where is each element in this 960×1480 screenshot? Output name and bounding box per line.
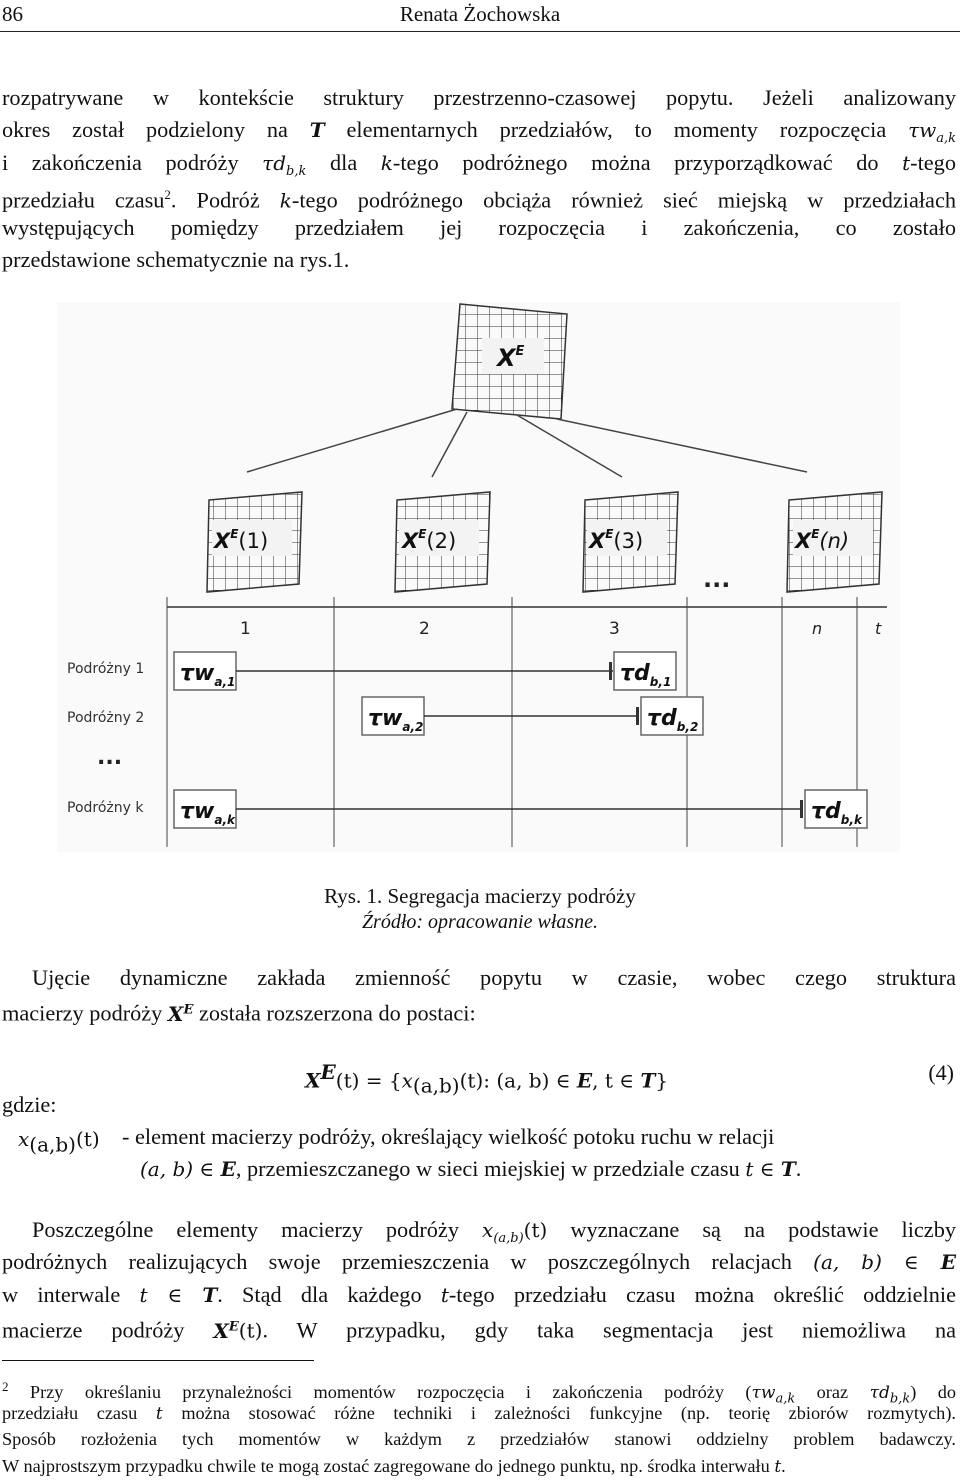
axis-tick-2: 2: [419, 619, 430, 639]
where-definition-line-2: (a, b) ∈ E, przemieszczanego w sieci mie…: [140, 1156, 802, 1181]
footnote-rule: [2, 1360, 314, 1361]
traveler-k-row: Podróżny k τwa,k τdb,k: [67, 789, 868, 829]
fn-line-4: W najprostszym przypadku chwile te mogą …: [2, 1455, 786, 1477]
figure-source: Źródło: opracowanie własne.: [361, 911, 599, 933]
matrix-2-label: XE(2): [400, 527, 456, 553]
p1-line-3: i zakończenia podróży τdb,k dla k-tego p…: [2, 149, 956, 179]
p1-line-2: okres został podzielony na T elementarny…: [2, 117, 957, 147]
traveler-ellipsis: ...: [97, 745, 122, 770]
axis-tick-1: 1: [240, 619, 251, 639]
equation-number: (4): [928, 1060, 954, 1085]
p1-line-5: występujących pomiędzy przedziałem jej r…: [2, 214, 956, 240]
matrix-3: XE(3): [582, 491, 679, 593]
matrix-1-label: XE(1): [212, 527, 268, 553]
top-matrix-label: XE: [495, 344, 525, 372]
figure-1-diagram: XE XE(1) XE(2) XE(3) ... XE(n): [67, 303, 887, 847]
p3-line-4: macierze podróży XE(t). W przypadku, gdy…: [2, 1317, 956, 1343]
fn-line-3: Sposób rozłożenia tych momentów w każdym…: [2, 1429, 956, 1450]
p3-line-3: w interwale t ∈ T. Stąd dla każdego t-te…: [2, 1281, 956, 1307]
connector-lines: [246, 408, 808, 478]
start-label-k: τwa,k: [180, 799, 236, 827]
p1-line-1: rozpatrywane w kontekście struktury prze…: [2, 85, 956, 110]
end-label-k: τdb,k: [811, 799, 863, 827]
figure-caption: Rys. 1. Segregacja macierzy podróży: [324, 884, 636, 908]
where-definition-line-1: - element macierzy podróży, określający …: [122, 1124, 775, 1149]
paragraph-2: Ujęcie dynamiczne zakłada zmienność popy…: [2, 962, 956, 1027]
footnote-2: 2 Przy określaniu przynależności momentó…: [2, 1374, 956, 1479]
page-header: 86 Renata Żochowska: [0, 0, 960, 30]
paragraph-3: Poszczególne elementy macierzy podróży x…: [2, 1214, 956, 1344]
matrix-1: XE(1): [206, 491, 303, 593]
p2-line-2: macierzy podróży XE została rozszerzona …: [2, 1001, 476, 1027]
p1-line-4: przedziału czasu2. Podróż k-tego podróżn…: [2, 187, 956, 213]
traveler-2-label: Podróżny 2: [67, 710, 144, 726]
traveler-2-row: Podróżny 2 τwa,2 τdb,2: [67, 696, 704, 736]
traveler-1-label: Podróżny 1: [67, 661, 144, 677]
where-label: gdzie:: [2, 1092, 57, 1117]
where-symbol: x(a,b)(t): [18, 1127, 100, 1157]
axis-tick-n: n: [812, 619, 822, 638]
fn-line-1: 2 Przy określaniu przynależności momentó…: [2, 1379, 956, 1407]
traveler-1-row: Podróżny 1 τwa,1 τdb,1: [67, 651, 677, 691]
p3-line-1: Poszczególne elementy macierzy podróży x…: [32, 1217, 956, 1246]
p3-line-2: podróżnych realizujących swoje przemiesz…: [2, 1249, 956, 1275]
traveler-k-label: Podróżny k: [67, 800, 144, 816]
equation-4: XE(t) = {x(a,b)(t): (a, b) ∈ E, t ∈ T}: [305, 1060, 669, 1098]
start-label-1: τwa,1: [180, 661, 235, 689]
start-label-2: τwa,2: [368, 706, 423, 734]
figure-1: XE XE(1) XE(2) XE(3) ... XE(n): [57, 302, 900, 852]
paragraph-1: rozpatrywane w kontekście struktury prze…: [2, 82, 956, 276]
matrix-ellipsis: ...: [703, 565, 730, 593]
page-number: 86: [2, 2, 23, 26]
matrix-3-label: XE(3): [587, 527, 643, 553]
matrix-2: XE(2): [394, 491, 491, 593]
axis-tick-3: 3: [609, 619, 620, 639]
p1-line-6: przedstawione schematycznie na rys.1.: [2, 246, 350, 272]
fn-line-2: przedziału czasu t można stosować różne …: [2, 1403, 956, 1425]
end-label-2: τdb,2: [647, 706, 698, 734]
running-head-author: Renata Żochowska: [399, 2, 561, 26]
p2-line-1: Ujęcie dynamiczne zakłada zmienność popy…: [32, 965, 956, 990]
axis-label-t: t: [875, 619, 882, 638]
top-matrix: XE: [451, 303, 568, 420]
end-label-1: τdb,1: [620, 661, 671, 689]
matrix-n-label: XE(n): [793, 527, 849, 553]
matrix-n: XE(n): [786, 491, 883, 593]
header-rule: [0, 31, 960, 32]
